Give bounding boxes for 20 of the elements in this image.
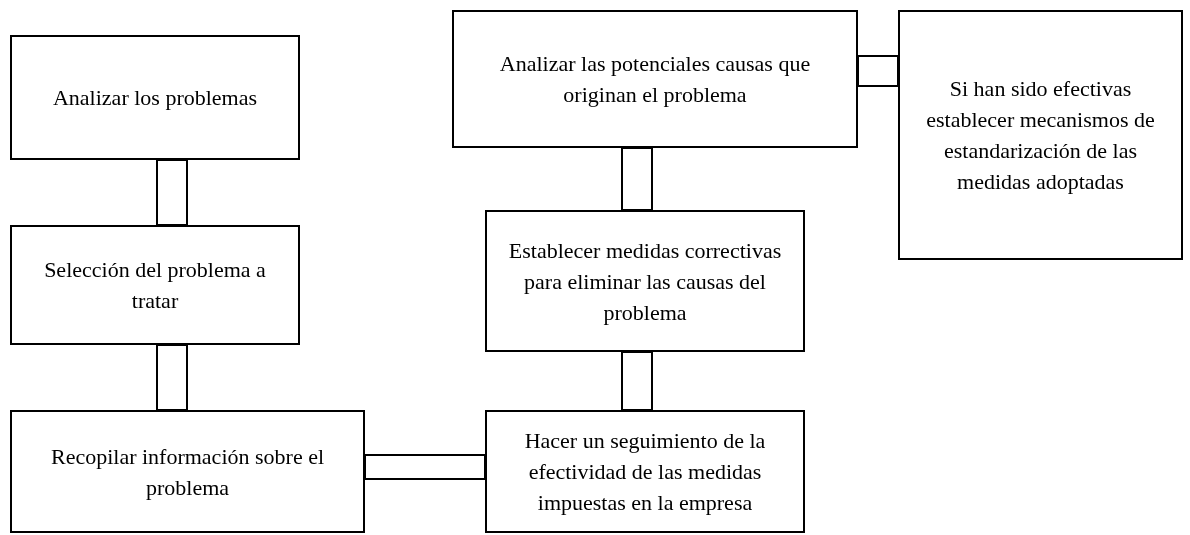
connector-bar — [621, 351, 653, 411]
connector-bar — [364, 454, 486, 480]
process-box — [485, 410, 805, 533]
box-text: Analizar las potenciales causas que originan el problema — [498, 50, 812, 109]
box-text: Establecer medidas correctivas para eliminar las causas del problema — [507, 236, 783, 327]
process-box — [10, 225, 300, 345]
connector-bar — [857, 55, 899, 87]
connector-bar — [156, 159, 188, 226]
box-text: Recopilar información sobre el problema — [49, 442, 326, 502]
process-box — [452, 10, 858, 148]
process-box — [10, 410, 365, 533]
box-text: Analizar los problemas — [52, 84, 258, 112]
box-text: Hacer un seguimiento de la efectividad de las medidas impuestas en la empresa — [523, 427, 767, 517]
connector-bar — [621, 147, 653, 211]
box-text: Selección del problema a tratar — [43, 256, 267, 315]
process-box — [10, 35, 300, 160]
process-box — [898, 10, 1183, 260]
box-text: Si han sido efectivas establecer mecanismos de estandarización de las medidas adoptadas — [925, 75, 1156, 196]
connector-bar — [156, 344, 188, 411]
process-box — [485, 210, 805, 352]
